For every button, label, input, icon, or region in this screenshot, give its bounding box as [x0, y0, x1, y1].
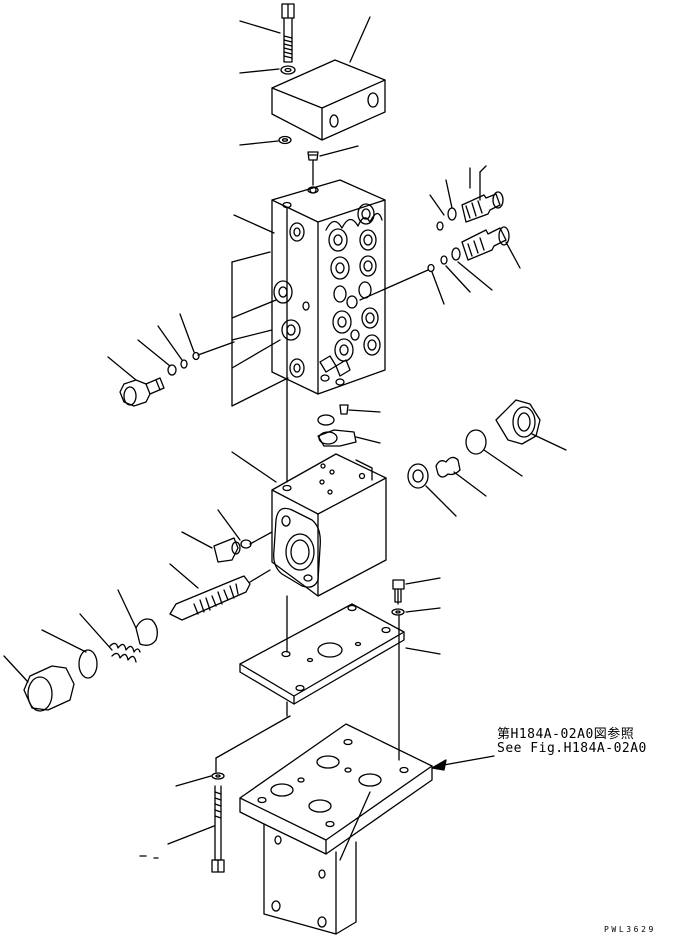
reference-note-japanese: 第H184A-02A0図参照 [497, 727, 635, 742]
long-bolt [139, 772, 225, 873]
top-cap-block [271, 16, 386, 141]
main-valve-body [231, 179, 386, 407]
washer-2 [239, 135, 292, 146]
mounting-bracket [239, 723, 495, 935]
second-valve-block [231, 451, 387, 597]
reference-note-english: See Fig.H184A-02A0 [497, 741, 647, 756]
top-washer [239, 65, 296, 75]
gasket-plate [239, 595, 441, 717]
right-fitting-upper [461, 165, 504, 223]
right-oring-lower [359, 247, 493, 305]
left-plug-upper [107, 313, 235, 407]
second-block-left-parts [3, 509, 273, 712]
lower-fittings [317, 404, 381, 447]
document-code: PWL3629 [604, 925, 656, 934]
guide-line-lower-left [215, 715, 291, 759]
small-bolt-right [391, 577, 441, 616]
right-oring-upper [429, 179, 457, 231]
small-plug [307, 145, 359, 194]
right-fitting-lower [461, 226, 521, 269]
second-block-right-fittings [407, 399, 567, 517]
top-bolt [239, 3, 295, 63]
